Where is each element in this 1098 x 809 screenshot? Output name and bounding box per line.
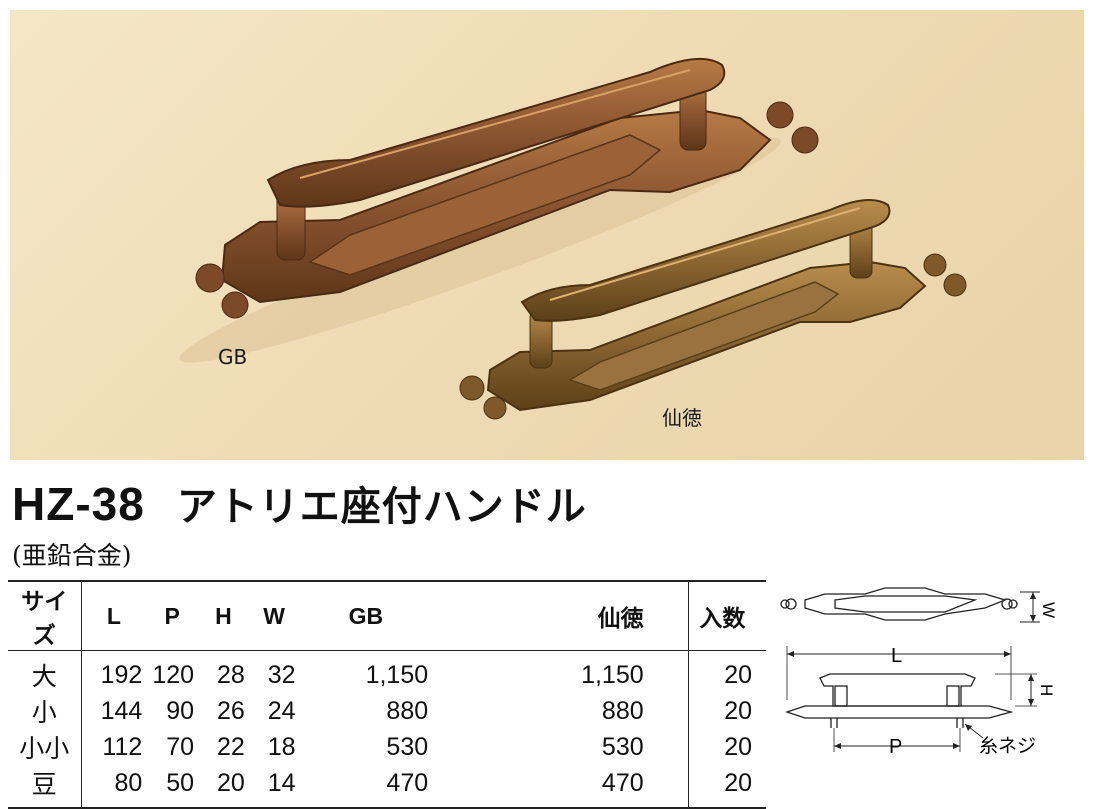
- cell-gb: 880: [386, 696, 429, 725]
- product-name: アトリエ座付ハンドル: [176, 484, 587, 530]
- cell-sentoku: 530: [432, 729, 689, 765]
- product-photo: GB 仙徳: [10, 10, 1084, 460]
- header-p: P: [146, 580, 199, 651]
- spec-table: サイズ L P H W GB 仙徳 入数 大 192 120 28 32 1,1…: [8, 580, 766, 809]
- material-note: (亜鉛合金): [12, 541, 132, 570]
- cell-l: 192: [100, 660, 143, 689]
- cell-h: 28: [216, 660, 245, 689]
- cell-size: 小: [8, 693, 82, 729]
- header-size: サイズ: [8, 580, 82, 651]
- cell-w: 14: [248, 765, 300, 809]
- header-sentoku: 仙徳: [432, 580, 689, 651]
- product-heading: HZ-38 アトリエ座付ハンドル: [12, 474, 587, 534]
- cell-qty: 20: [688, 765, 766, 809]
- cell-w: 24: [267, 696, 296, 725]
- table-row: 小 144 90 26 24 880 880 20: [8, 693, 766, 729]
- cell-qty: 20: [724, 696, 752, 725]
- cell-qty: 20: [724, 660, 752, 689]
- cell-size: 小小: [8, 729, 82, 765]
- cell-gb: 530: [386, 732, 429, 761]
- cell-gb: 470: [299, 765, 433, 809]
- cell-h: 26: [216, 696, 245, 725]
- gb-finish-label: GB: [218, 345, 248, 369]
- cell-p: 70: [166, 732, 195, 761]
- cell-p: 120: [152, 660, 195, 689]
- cell-l: 80: [81, 765, 147, 809]
- dim-l-label: L: [891, 645, 902, 667]
- header-h: H: [198, 580, 249, 651]
- dim-h-label: H: [1037, 684, 1056, 696]
- side-view: [784, 673, 1014, 728]
- cell-size: 大: [8, 650, 82, 693]
- screw-label: 糸ネジ: [979, 735, 1036, 757]
- cell-h: 20: [198, 765, 249, 809]
- header-qty: 入数: [688, 580, 766, 651]
- cell-l: 144: [100, 696, 143, 725]
- dim-w-label: W: [1039, 602, 1058, 618]
- cell-sentoku: 880: [432, 693, 689, 729]
- gb-handle: [179, 57, 819, 363]
- cell-l: 112: [102, 732, 143, 761]
- header-w: W: [248, 580, 300, 651]
- dimension-diagram: W L H P: [775, 582, 1075, 786]
- sentoku-handle: [459, 199, 967, 420]
- table-row: 小小 112 70 22 18 530 530 20: [8, 729, 766, 765]
- spec-header-row: サイズ L P H W GB 仙徳 入数: [8, 580, 766, 651]
- cell-size: 豆: [8, 765, 82, 809]
- dim-p-label: P: [889, 736, 902, 758]
- cell-qty: 20: [724, 732, 752, 761]
- cell-gb: 1,150: [365, 660, 429, 689]
- header-gb: GB: [299, 580, 433, 651]
- cell-sentoku: 470: [432, 765, 689, 809]
- cell-sentoku: 1,150: [432, 650, 689, 693]
- cell-w: 18: [267, 732, 296, 761]
- cell-p: 90: [166, 696, 195, 725]
- cell-h: 22: [216, 732, 245, 761]
- handle-illustration: [179, 57, 967, 420]
- sentoku-finish-label: 仙徳: [662, 406, 702, 430]
- top-view: [780, 587, 1018, 621]
- header-l: L: [81, 580, 147, 651]
- model-number: HZ-38: [12, 478, 145, 530]
- cell-w: 32: [267, 660, 296, 689]
- table-row: 大 192 120 28 32 1,150 1,150 20: [8, 650, 766, 693]
- cell-p: 50: [146, 765, 199, 809]
- table-row: 豆 80 50 20 14 470 470 20: [8, 765, 766, 809]
